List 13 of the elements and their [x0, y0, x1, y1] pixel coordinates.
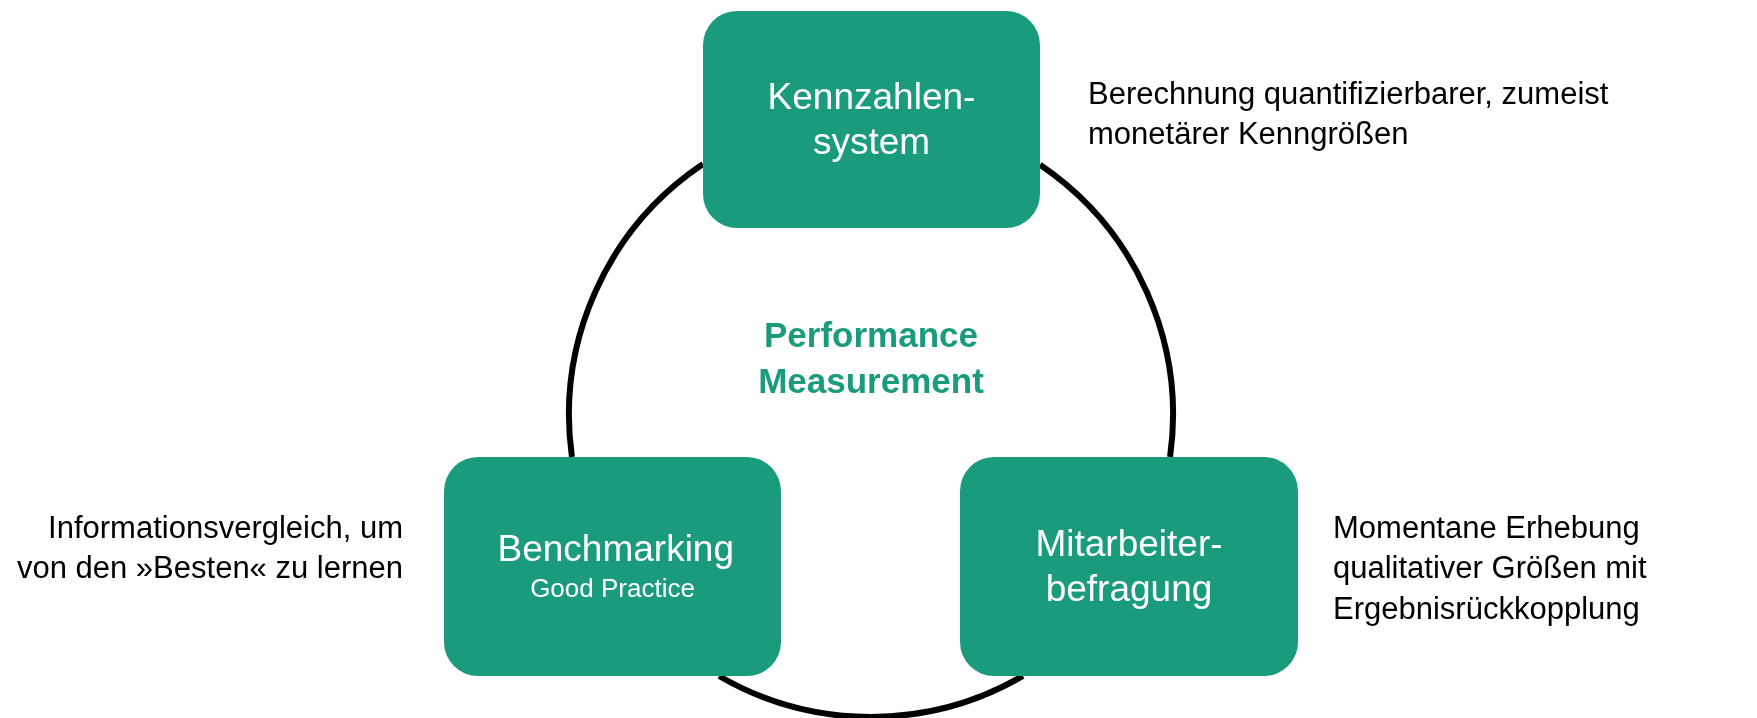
process-box [703, 11, 1040, 228]
description-text: Informationsvergleich, um von den »Besten« zu lernen [15, 509, 403, 588]
connector-arc [1038, 162, 1176, 458]
description-text: Berechnung quantifizierbarer, zumeist monetärer Kenngrößen [1088, 75, 1610, 154]
center-title: Performance Measurement [757, 314, 985, 402]
description-text: Momentane Erhebung qualitativer Größen mit Ergebnisrückkopplung [1333, 509, 1648, 628]
process-box [444, 457, 781, 676]
box-title: Kennzahlen- system [766, 75, 977, 164]
connector-arc [566, 161, 705, 458]
box-title: Mitarbeiter- befragung [1034, 522, 1224, 611]
connector-arc [717, 673, 1025, 718]
box-subtitle: Good Practice [530, 571, 695, 605]
process-box [960, 457, 1298, 676]
